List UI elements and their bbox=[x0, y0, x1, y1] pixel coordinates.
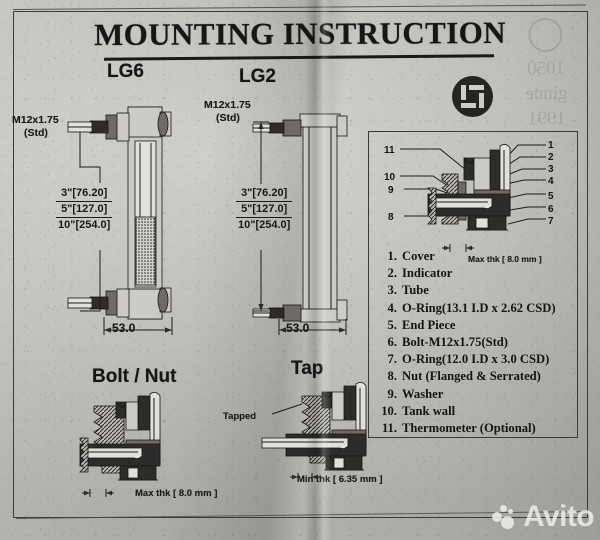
legend-number: 7. bbox=[387, 352, 397, 367]
callout-2: 2 bbox=[548, 152, 554, 163]
legend-item-8: 8. Nut (Flanged & Serrated) bbox=[376, 368, 576, 385]
parts-legend-list: 1. Cover 2. Indicator 3. Tube 4. O-Ring(… bbox=[376, 248, 576, 437]
lg2-heading: LG2 bbox=[239, 66, 276, 87]
legend-text: O-Ring(13.1 I.D x 2.62 CSD) bbox=[402, 300, 556, 315]
legend-item-10: 10. Tank wall bbox=[376, 403, 576, 420]
legend-number: 11. bbox=[381, 421, 397, 436]
lg2-thread-label-line2: (Std) bbox=[216, 112, 240, 124]
legend-number: 1. bbox=[387, 249, 397, 263]
legend-text: Cover bbox=[402, 249, 435, 263]
legend-number: 3. bbox=[387, 283, 397, 298]
callout-6: 6 bbox=[548, 204, 554, 215]
lg2-length-10in: 10"[254.0] bbox=[236, 217, 293, 231]
lg6-length-10in: 10"[254.0] bbox=[56, 217, 113, 231]
tap-heading: Tap bbox=[291, 358, 324, 379]
callout-1: 1 bbox=[548, 140, 554, 151]
callout-3: 3 bbox=[548, 164, 554, 175]
legend-item-4: 4. O-Ring(13.1 I.D x 2.62 CSD) bbox=[376, 300, 576, 317]
tap-section-drawing bbox=[261, 382, 367, 481]
callout-9: 9 bbox=[388, 185, 394, 196]
detail-thickness-note: Max thk [ 8.0 mm ] bbox=[468, 254, 542, 264]
bolt-nut-section-drawing bbox=[79, 392, 161, 497]
page-border-frame bbox=[13, 11, 588, 518]
legend-text: Washer bbox=[402, 386, 444, 401]
callout-7: 7 bbox=[548, 216, 554, 227]
page-title: MOUNTING INSTRUCTION bbox=[93, 14, 507, 53]
legend-text: O-Ring(12.0 I.D x 3.0 CSD) bbox=[402, 352, 550, 367]
lg2-length-5in: 5"[127.0] bbox=[236, 201, 293, 217]
lg6-heading: LG6 bbox=[107, 61, 144, 82]
legend-text: Tube bbox=[402, 283, 429, 298]
detail-panel-border bbox=[368, 131, 578, 438]
logo-bar-2 bbox=[469, 85, 484, 90]
legend-number: 5. bbox=[387, 317, 397, 332]
legend-text: Tank wall bbox=[402, 403, 456, 418]
legend-item-2: 2. Indicator bbox=[376, 265, 576, 282]
tap-tapped-label: Tapped bbox=[223, 411, 257, 422]
legend-number: 8. bbox=[387, 369, 397, 384]
manufacturer-logo bbox=[452, 76, 493, 117]
legend-text: Thermometer (Optional) bbox=[402, 421, 536, 436]
lg2-length-options: 3"[76.20] 5"[127.0] 10"[254.0] bbox=[236, 186, 293, 233]
lg6-length-options: 3"[76.20] 5"[127.0] 10"[254.0] bbox=[56, 186, 113, 233]
bolt-nut-thickness-note: Max thk [ 8.0 mm ] bbox=[135, 488, 218, 499]
callout-11: 11 bbox=[384, 145, 395, 156]
lg2-width-dimension: 53.0 bbox=[286, 321, 310, 335]
legend-text: Bolt-M12x1.75(Std) bbox=[402, 335, 508, 350]
logo-bar-3 bbox=[479, 93, 484, 108]
lg6-length-3in: 3"[76.20] bbox=[61, 187, 108, 199]
lg6-length-5in: 5"[127.0] bbox=[56, 201, 113, 217]
lg6-width-dimension: 53.0 bbox=[112, 321, 136, 335]
bolt-nut-heading: Bolt / Nut bbox=[92, 366, 177, 387]
legend-number: 10. bbox=[381, 403, 397, 418]
callout-10: 10 bbox=[384, 172, 396, 183]
detail-section-drawing bbox=[400, 144, 546, 252]
legend-text: Nut (Flanged & Serrated) bbox=[402, 369, 541, 384]
logo-bar-1 bbox=[461, 85, 466, 100]
legend-item-7: 7. O-Ring(12.0 I.D x 3.0 CSD) bbox=[376, 351, 576, 368]
lg2-drawing bbox=[252, 113, 348, 335]
legend-text: Indicator bbox=[402, 266, 453, 281]
tap-thickness-note: Min thk [ 6.35 mm ] bbox=[297, 474, 383, 485]
legend-item-1: 1. Cover bbox=[376, 248, 576, 265]
legend-number: 4. bbox=[387, 300, 397, 315]
legend-item-9: 9. Washer bbox=[376, 386, 576, 403]
lg6-thread-label-line2: (Std) bbox=[24, 127, 48, 139]
legend-item-5: 5. End Piece bbox=[376, 317, 576, 334]
legend-number: 9. bbox=[387, 386, 397, 401]
legend-number: 2. bbox=[387, 266, 397, 281]
legend-number: 6. bbox=[387, 335, 397, 350]
legend-item-11: 11. Thermometer (Optional) bbox=[376, 420, 576, 437]
lg6-thread-label-line1: M12x1.75 bbox=[12, 114, 59, 126]
callout-4: 4 bbox=[548, 176, 554, 187]
callout-8: 8 bbox=[388, 212, 394, 223]
legend-item-6: 6. Bolt-M12x1.75(Std) bbox=[376, 334, 576, 351]
lg2-thread-label-line1: M12x1.75 bbox=[204, 99, 251, 111]
logo-bar-4 bbox=[461, 103, 476, 108]
legend-item-3: 3. Tube bbox=[376, 282, 576, 299]
legend-text: End Piece bbox=[402, 317, 456, 332]
callout-5: 5 bbox=[548, 191, 554, 202]
lg6-drawing bbox=[67, 106, 173, 335]
lg2-length-3in: 3"[76.20] bbox=[241, 187, 288, 199]
